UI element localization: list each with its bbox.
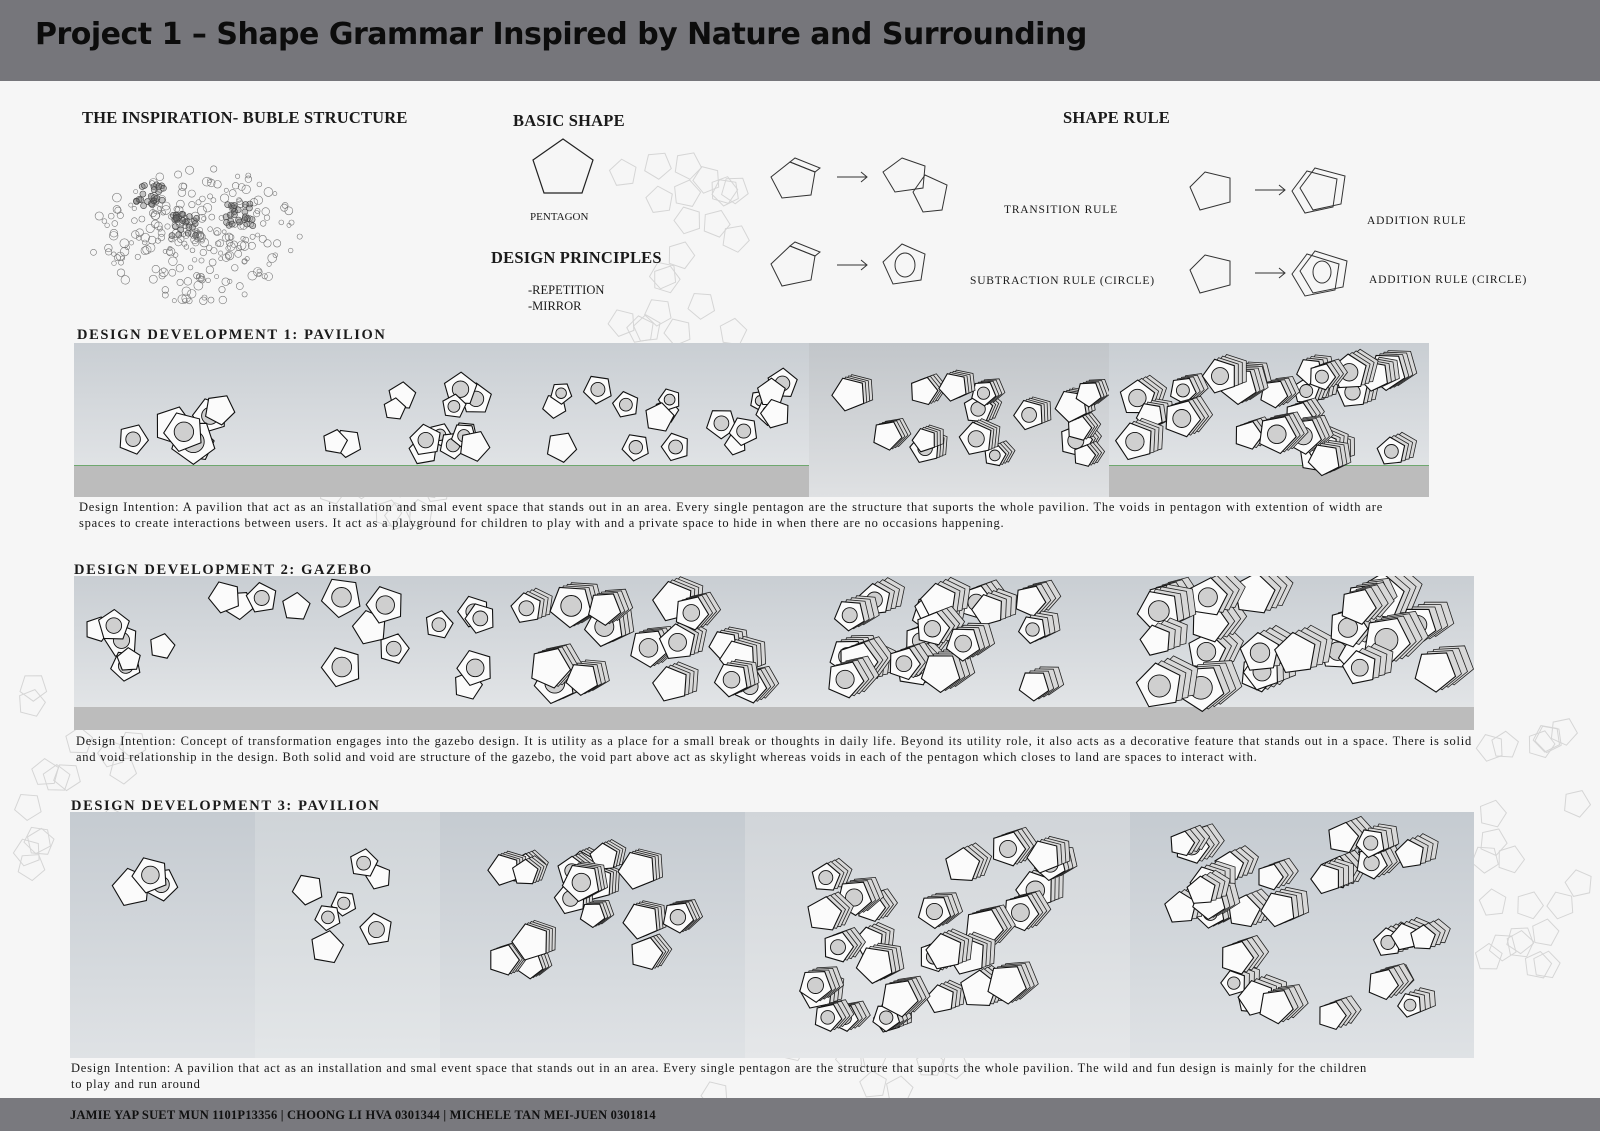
addition-rule-label: ADDITION RULE (1367, 215, 1467, 227)
addition-rule-icon (1189, 167, 1346, 214)
inspiration-heading: THE INSPIRATION- BUBLE STRUCTURE (82, 108, 408, 127)
principle-mirror: -MIRROR (528, 299, 582, 313)
dev2-frame-3 (504, 576, 804, 730)
dev1-frame-3 (519, 343, 809, 497)
page-title: Project 1 – Shape Grammar Inspired by Na… (35, 17, 1087, 52)
pentagon-label: PENTAGON (530, 211, 589, 223)
footer-bar: JAMIE YAP SUET MUN 1101P13356 | CHOONG L… (0, 1098, 1600, 1131)
bubble-lattice-icon (90, 165, 303, 305)
dev1-frame-4 (809, 343, 1109, 497)
dev1-frame-2 (289, 343, 519, 497)
dev2-frame-4 (804, 576, 1124, 730)
subtraction-rule-circle-label: SUBTRACTION RULE (CIRCLE) (970, 275, 1155, 287)
addition-rule-circle-label: ADDITION RULE (CIRCLE) (1369, 274, 1528, 286)
design-principles-heading: DESIGN PRINCIPLES (491, 248, 662, 267)
development-3-title: DESIGN DEVELOPMENT 3: PAVILION (71, 798, 381, 814)
basic-shape-heading: BASIC SHAPE (513, 111, 625, 130)
principle-repetition: -REPETITION (528, 283, 605, 297)
dev1-frame-1 (74, 343, 289, 497)
addition-rule-circle-icon (1189, 250, 1348, 297)
development-1-renders (74, 343, 1429, 497)
development-2-renders (74, 576, 1474, 730)
dev3-frame-2 (255, 812, 440, 1058)
title-bar: Project 1 – Shape Grammar Inspired by Na… (0, 0, 1600, 81)
development-1-title: DESIGN DEVELOPMENT 1: PAVILION (77, 327, 387, 343)
dev2-frame-2 (194, 576, 504, 730)
dev2-frame-1 (74, 576, 194, 730)
shape-rule-heading: SHAPE RULE (1063, 108, 1170, 127)
subtraction-rule-circle-icon (770, 241, 926, 287)
design-principles-list: -REPETITION -MIRROR (528, 282, 604, 314)
development-2-title: DESIGN DEVELOPMENT 2: GAZEBO (74, 562, 373, 578)
development-3-intention: Design Intention: A pavilion that act as… (71, 1061, 1367, 1091)
dev3-frame-4 (745, 812, 1130, 1058)
dev3-frame-3 (440, 812, 745, 1058)
footer-credits: JAMIE YAP SUET MUN 1101P13356 | CHOONG L… (70, 1108, 656, 1122)
development-2-intention: Design Intention: Concept of transformat… (76, 734, 1472, 764)
dev1-frame-5 (1109, 343, 1429, 497)
transition-rule-icon (770, 157, 948, 213)
dev3-frame-5 (1130, 812, 1474, 1058)
development-3-renders (70, 812, 1474, 1058)
pentagon-icon (532, 138, 594, 194)
development-1-intention: Design Intention: A pavilion that act as… (79, 500, 1383, 530)
dev3-frame-1 (70, 812, 255, 1058)
dev2-frame-5 (1124, 576, 1474, 730)
transition-rule-label: TRANSITION RULE (1004, 204, 1118, 216)
